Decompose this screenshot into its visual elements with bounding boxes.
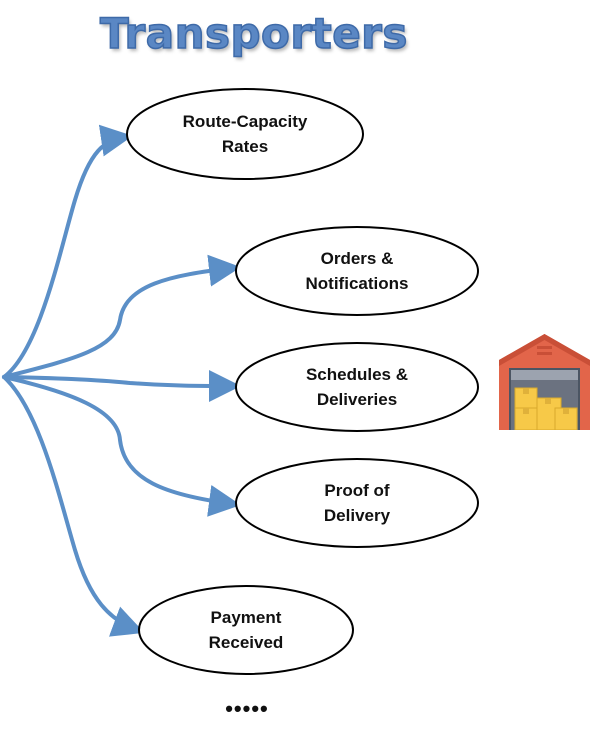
- node-shape-route-capacity-rates: [126, 88, 364, 180]
- connector-route-capacity-rates: [2, 124, 133, 379]
- connector-orders-notifications: [2, 254, 241, 379]
- connector-schedules-deliveries: [2, 369, 241, 402]
- connector-payment-received: [2, 375, 145, 637]
- connector-proof-of-delivery: [2, 375, 241, 517]
- node-shape-orders-notifications: [235, 226, 479, 316]
- diagram-title: Transporters: [99, 8, 408, 59]
- more-items-ellipsis: •••••: [225, 696, 269, 721]
- warehouse-icon: [499, 334, 590, 430]
- node-shape-schedules-deliveries: [235, 342, 479, 432]
- node-shape-payment-received: [138, 585, 354, 675]
- node-shape-proof-of-delivery: [235, 458, 479, 548]
